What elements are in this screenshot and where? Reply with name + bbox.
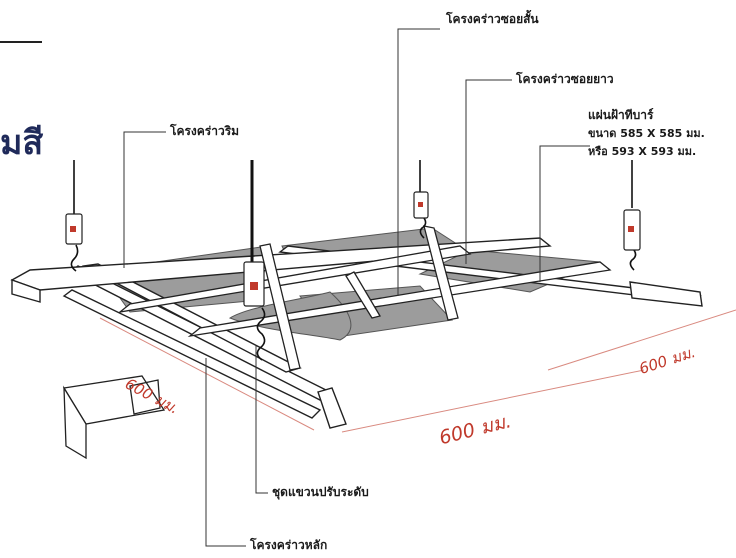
label-panel-size-1: ขนาด 585 X 585 มม.: [588, 127, 705, 140]
detached-tee-piece: [62, 375, 166, 460]
cross-tee-short-2: [423, 225, 459, 321]
label-panel-type: แผ่นฝ้าทีบาร์: [588, 108, 654, 122]
cross-tees: [117, 225, 612, 371]
hanger-clip-marks: [70, 202, 634, 290]
cross-tee-short-3: [345, 271, 382, 319]
label-cross-tee-short: โครงคร่าวซอยสั้น: [446, 12, 539, 26]
hanger-wires: [70, 160, 637, 361]
label-panel-size-2: หรือ 593 X 593 มม.: [588, 145, 697, 158]
label-cross-tee-long: โครงคร่าวซอยยาว: [516, 72, 614, 86]
partial-title: มสี: [0, 123, 44, 163]
leader-lines: [123, 28, 590, 547]
dimension-lines: [99, 309, 736, 433]
label-wall-angle: โครงคร่าวริม: [170, 124, 240, 138]
label-hanger: ชุดแขวนปรับระดับ: [272, 485, 369, 499]
cross-tee-short-1: [259, 243, 301, 371]
wall-angle: [10, 237, 552, 303]
label-main-tee: โครงคร่าวหลัก: [250, 538, 328, 552]
main-tee-end: [317, 387, 347, 429]
cross-tee-long-2: [187, 261, 612, 338]
main-tee-back-end: [629, 281, 703, 307]
